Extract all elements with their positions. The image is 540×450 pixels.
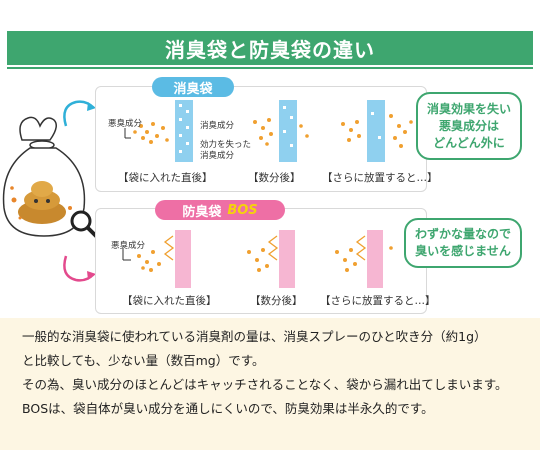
weakened-component-label-line1: 効力を失った — [200, 140, 252, 150]
odor-proof-bag-diagram — [122, 230, 393, 288]
stage-caption-1: 【袋に入れた直後】 — [118, 172, 213, 184]
bubble-line: 臭いを感じません — [415, 244, 511, 258]
explanation-line-1: 一般的な消臭袋に使われている消臭剤の量は、消臭スプレーのひと吹き分（約1g） — [22, 329, 487, 344]
stage-caption-3: 【さらに放置すると…】 — [322, 172, 438, 184]
odor-proof-bag-bubble: わずかな量なので 臭いを感じません — [404, 218, 522, 268]
explanation-line-4: BOSは、袋自体が臭い成分を通しにくいので、防臭効果は半永久的です。 — [22, 401, 434, 416]
bag-illustration — [2, 116, 86, 237]
explanation-line-2: と比較しても、少ない量（数百mg）です。 — [22, 353, 265, 368]
arrow-down-icon — [63, 255, 96, 282]
odor-proof-bag-label: 防臭袋 BOS — [155, 200, 285, 220]
bubble-line: 悪臭成分は — [438, 118, 499, 133]
page-title: 消臭袋と防臭袋の違い — [7, 31, 533, 65]
deodorant-component-label: 消臭成分 — [200, 121, 235, 131]
deodorant-bag-label: 消臭袋 — [152, 77, 234, 97]
odor-component-label: 悪臭成分 — [108, 119, 143, 129]
bos-logo: BOS — [227, 202, 258, 218]
explanation-box — [0, 318, 540, 450]
bubble-line: 消臭効果を失い — [426, 101, 511, 116]
stage-caption-bottom-3: 【さらに放置すると…】 — [320, 295, 436, 307]
bubble-line: わずかな量なので — [414, 227, 511, 241]
odor-component-label-bottom: 悪臭成分 — [111, 241, 146, 251]
title-underline — [7, 67, 533, 69]
odor-proof-bag-title: 防臭袋 — [182, 204, 222, 220]
bubble-line: どんどん外に — [433, 135, 505, 150]
stage-caption-bottom-2: 【数分後】 — [250, 295, 303, 307]
stage-caption-2: 【数分後】 — [248, 172, 301, 184]
stage-caption-bottom-1: 【袋に入れた直後】 — [122, 295, 217, 307]
weakened-component-label-line2: 消臭成分 — [200, 151, 235, 161]
explanation-line-3: その為、臭い成分のほとんどはキャッチされることなく、袋から漏れ出てしまいます。 — [22, 377, 508, 392]
deodorant-bag-diagram — [124, 100, 413, 162]
deodorant-bag-bubble: 消臭効果を失い 悪臭成分は どんどん外に — [416, 92, 522, 160]
arrow-up-icon — [63, 100, 96, 127]
